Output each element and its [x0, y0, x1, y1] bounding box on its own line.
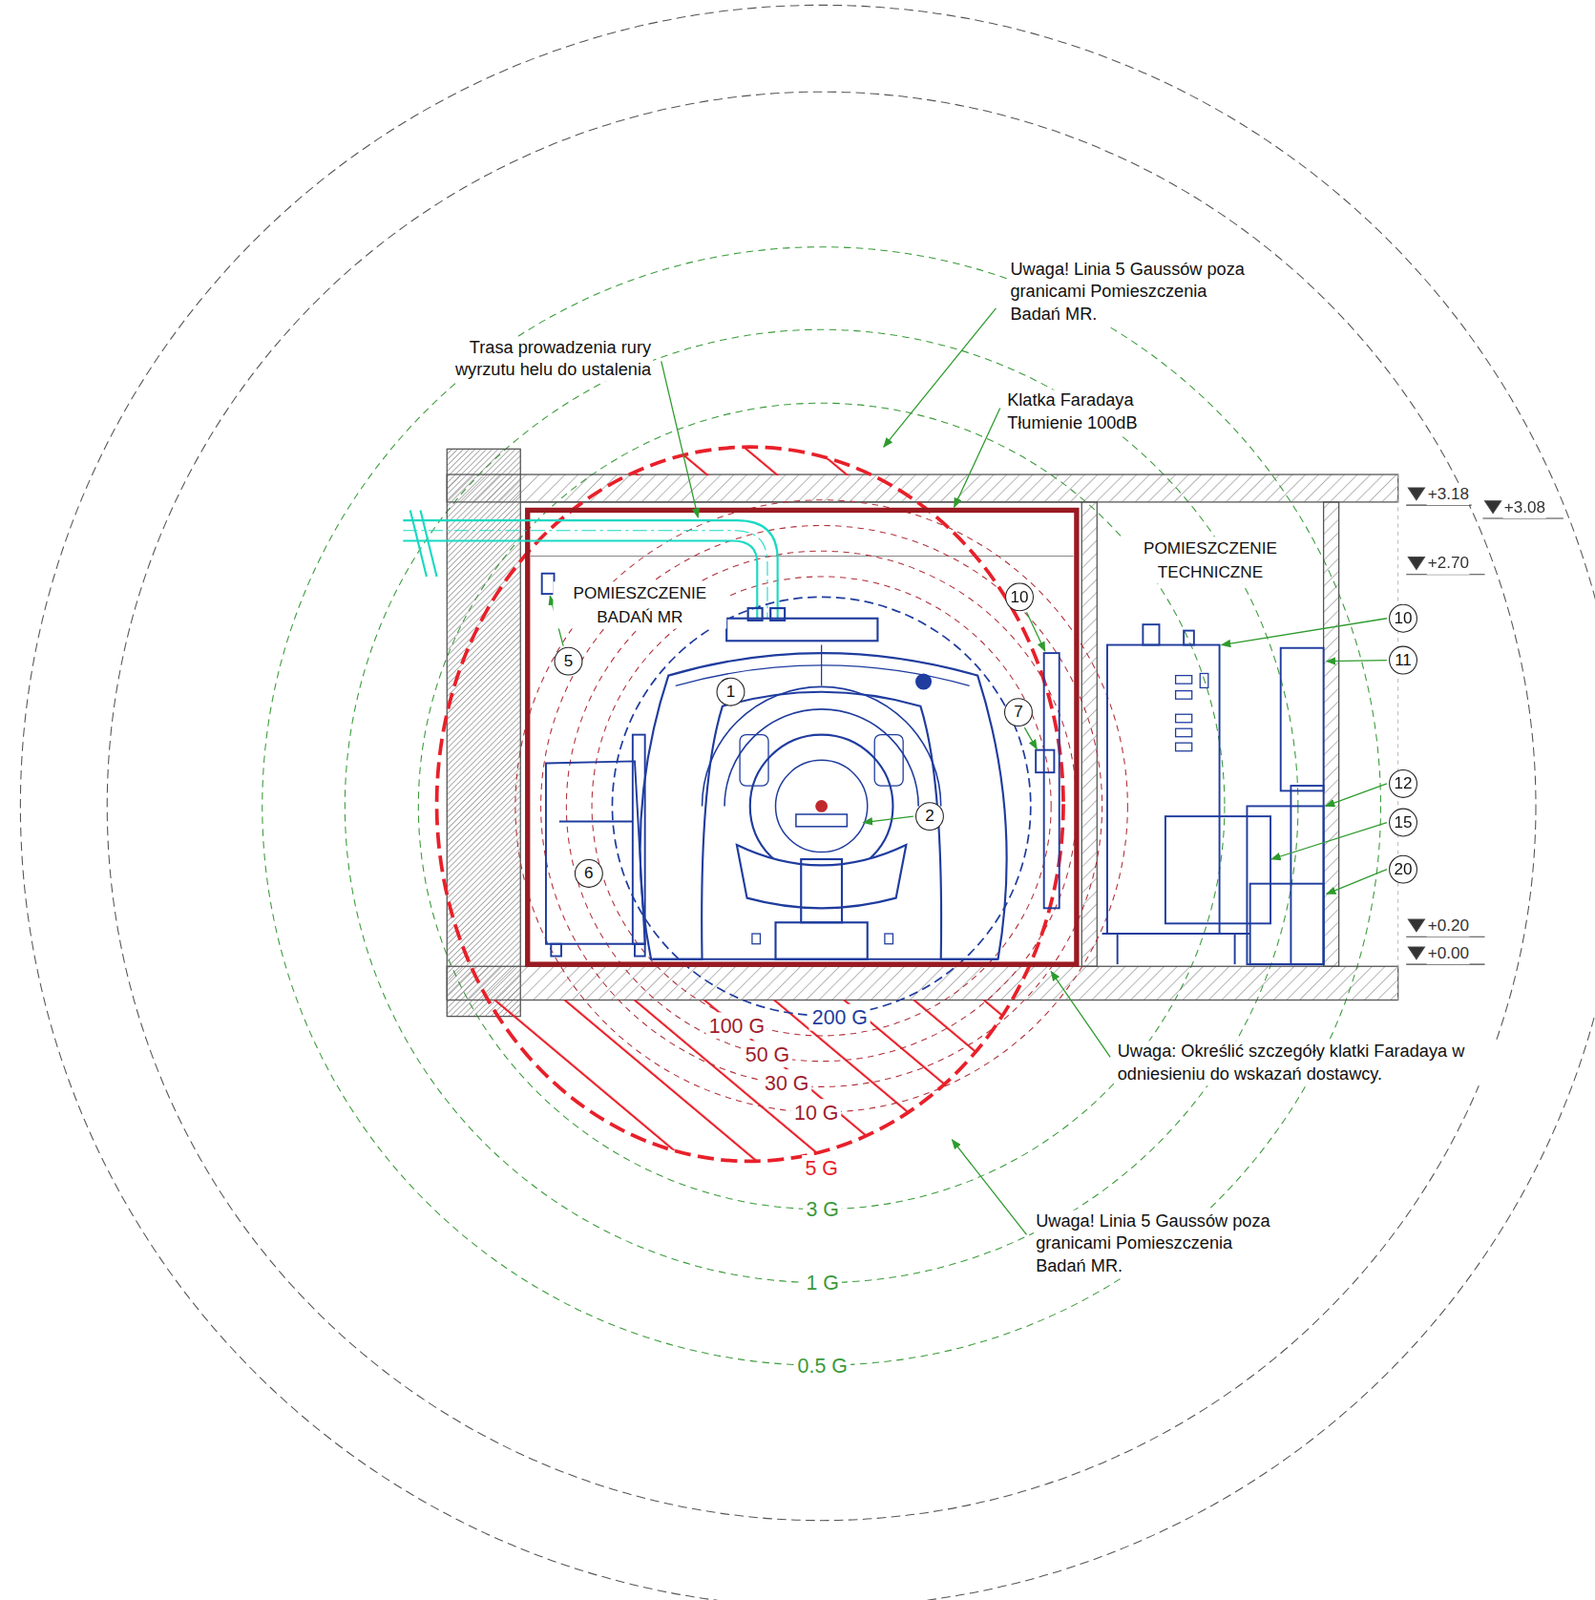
field-label: 100 G [706, 1011, 769, 1039]
room-area: POMIESZCZENIE TECHNICZNE [1096, 502, 1323, 966]
level-mark: +2.70 [1427, 552, 1470, 574]
note-text: Uwaga: Określić szczegóły klatki Faraday… [1115, 1040, 1503, 1086]
note-text: Uwaga! Linia 5 Gaussów poza granicami Po… [1007, 257, 1249, 326]
note-text: Uwaga! Linia 5 Gaussów poza granicami Po… [1033, 1210, 1275, 1279]
callout-number: 10 [1005, 582, 1034, 611]
field-label: 1 G [802, 1269, 842, 1297]
callout-number: 5 [554, 647, 584, 676]
level-mark: +3.08 [1503, 497, 1547, 519]
field-label: 30 G [761, 1069, 813, 1096]
callout-number: 11 [1388, 646, 1418, 675]
level-mark: +0.00 [1427, 943, 1470, 965]
field-label: 10 G [791, 1098, 842, 1126]
callout-number: 15 [1388, 808, 1418, 838]
technical-equipment [1102, 624, 1324, 965]
callout-number: 10 [1388, 604, 1418, 633]
level-marks [1406, 487, 1564, 965]
room-name: POMIESZCZENIE TECHNICZNE [1123, 536, 1298, 585]
field-label: 200 G [809, 1004, 872, 1031]
callout-number: 7 [1004, 697, 1033, 727]
callout-number: 6 [574, 859, 604, 888]
level-mark: +0.20 [1427, 915, 1470, 937]
field-label: 0.5 G [794, 1351, 851, 1379]
callout-number: 20 [1388, 855, 1418, 884]
callout-number: 12 [1388, 769, 1418, 798]
callout-number: 2 [915, 801, 945, 831]
building-walls [446, 448, 1398, 1016]
room-area: POMIESZCZENIE BADAŃ MR [527, 509, 1077, 965]
level-mark: +3.18 [1427, 483, 1470, 505]
leader-lines [549, 308, 1387, 1236]
faraday-cage [527, 509, 1077, 965]
isocenter [815, 799, 828, 813]
field-label: 5 G [801, 1154, 841, 1182]
field-label: 50 G [742, 1040, 794, 1068]
inner-field-lines [437, 446, 1129, 1161]
room-name: POMIESZCZENIE BADAŃ MR [552, 581, 727, 630]
field-label: 3 G [802, 1196, 842, 1223]
field-lines [20, 4, 1595, 1600]
mr-room-equipment [542, 573, 1060, 957]
note-text: Klatka Faradaya Tłumienie 100dB [1005, 389, 1183, 435]
mri-magnet [640, 608, 1008, 960]
callout-number: 1 [716, 677, 746, 707]
note-text: Trasa prowadzenia rury wyrzutu helu do u… [403, 336, 653, 382]
